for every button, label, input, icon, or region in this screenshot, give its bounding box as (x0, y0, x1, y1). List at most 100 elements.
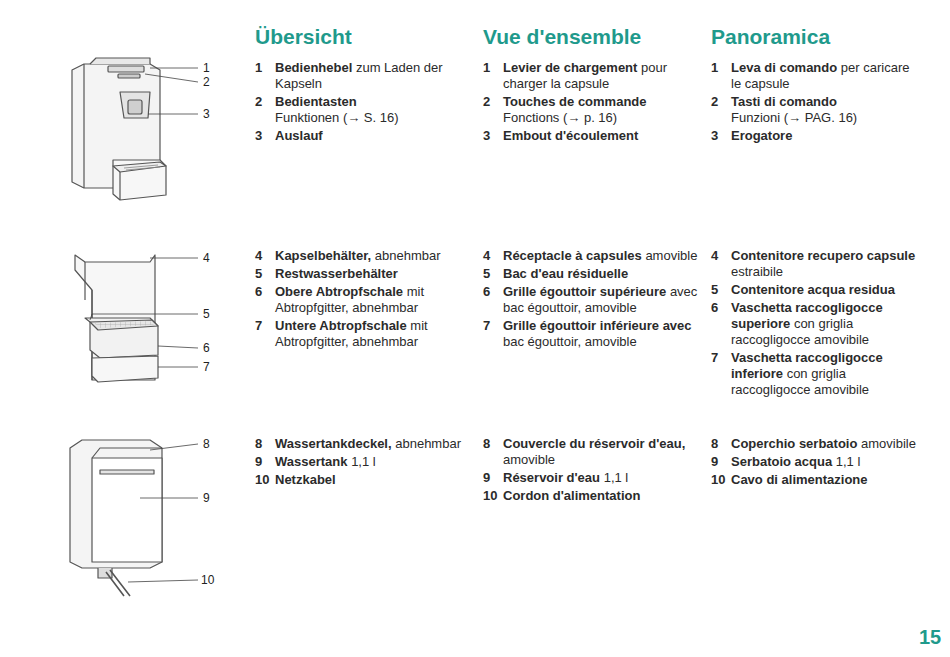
section-heading: Vue d'ensemble (483, 25, 641, 49)
callout-number: 2 (203, 75, 210, 89)
callout-number: 10 (201, 573, 214, 587)
legend-item: 8Wassertankdeckel, abnehmbar (275, 436, 471, 452)
legend-item: 10Cavo di alimentazione (731, 472, 923, 488)
part-name: Bac d'eau résiduelle (503, 266, 628, 281)
part-name: Touches de commande (503, 94, 647, 109)
item-number: 6 (483, 284, 490, 300)
legend-item: 6Obere Abtropfschale mit Abtropfgitter, … (275, 284, 471, 316)
legend-item: 2Touches de commandeFonctions (→ p. 16) (503, 94, 699, 126)
part-name: Cordon d'alimentation (503, 488, 640, 503)
part-name: Wassertank (275, 454, 348, 469)
legend-item: 7Vaschetta raccogligocce inferiore con g… (731, 350, 923, 398)
legend-item: 3Embout d'écoulement (503, 128, 699, 144)
part-name: Kapselbehälter, (275, 248, 371, 263)
page-number: 15 (919, 626, 941, 649)
legend-item: 5Contenitore acqua residua (731, 282, 923, 298)
callout-number: 4 (203, 251, 210, 265)
item-number: 8 (255, 436, 262, 452)
legend-item: 9Réservoir d'eau 1,1 l (503, 470, 699, 486)
part-name: Auslauf (275, 128, 323, 143)
part-name: Leva di comando (731, 60, 837, 75)
legend-item: 3Auslauf (275, 128, 471, 144)
section-heading: Übersicht (255, 25, 352, 49)
item-number: 7 (483, 318, 490, 334)
part-name: Bedienhebel (275, 60, 352, 75)
callout-number: 5 (203, 307, 210, 321)
legend-item: 6Vaschetta raccogligocce superiore con g… (731, 300, 923, 348)
callout-number: 9 (203, 491, 210, 505)
legend-item: 4Réceptacle à capsules amovible (503, 248, 699, 264)
part-name: Bedientasten (275, 94, 357, 109)
part-name: Couvercle du réservoir d'eau, (503, 436, 685, 451)
legend-item: 1Levier de chargement pour charger la ca… (503, 60, 699, 92)
part-name: Contenitore recupero capsule (731, 248, 915, 263)
callout-number: 8 (203, 437, 210, 451)
part-name: Embout d'écoulement (503, 128, 638, 143)
item-number: 4 (483, 248, 490, 264)
part-name: Contenitore acqua residua (731, 282, 895, 297)
part-name: Réservoir d'eau (503, 470, 600, 485)
legend-item: 10Netzkabel (275, 472, 471, 488)
legend-item: 4Kapselbehälter, abnehmbar (275, 248, 471, 264)
callout-number: 6 (203, 341, 210, 355)
item-number: 1 (255, 60, 262, 76)
item-number: 4 (255, 248, 262, 264)
item-number: 6 (711, 300, 718, 316)
item-number: 7 (255, 318, 262, 334)
item-number: 5 (483, 266, 490, 282)
legend-item: 10Cordon d'alimentation (503, 488, 699, 504)
item-number: 7 (711, 350, 718, 366)
part-name: Coperchio serbatoio (731, 436, 857, 451)
part-name: Grille égouttoir supérieure (503, 284, 666, 299)
part-note: amovible (645, 248, 697, 263)
part-name: Tasti di comando (731, 94, 837, 109)
item-number: 3 (255, 128, 262, 144)
part-note: 1,1 l (836, 454, 861, 469)
legend-item: 2Tasti di comandoFunzioni (→ PAG. 16) (731, 94, 923, 126)
item-number: 4 (711, 248, 718, 264)
item-number: 10 (483, 488, 497, 504)
callout-number: 1 (203, 61, 210, 75)
legend-item: 1Bedienhebel zum Laden der Kapseln (275, 60, 471, 92)
part-name: Restwasserbehälter (275, 266, 398, 281)
part-name: Wassertankdeckel, (275, 436, 392, 451)
legend-item: 7Grille égouttoir inférieure avec bac ég… (503, 318, 699, 350)
legend-item: 2BedientastenFunktionen (→ S. 16) (275, 94, 471, 126)
part-note: abnehmbar (375, 248, 441, 263)
item-number: 10 (255, 472, 269, 488)
part-name: Netzkabel (275, 472, 336, 487)
part-note: bac égouttoir, amovible (503, 334, 637, 349)
item-number: 5 (255, 266, 262, 282)
item-number: 9 (711, 454, 718, 470)
legend-item: 9Wassertank 1,1 l (275, 454, 471, 470)
part-note: 1,1 l (604, 470, 629, 485)
part-name: Obere Abtropfschale (275, 284, 403, 299)
item-number: 1 (483, 60, 490, 76)
legend-item: 6Grille égouttoir supérieure avec bac ég… (503, 284, 699, 316)
item-number: 6 (255, 284, 262, 300)
legend-item: 8Coperchio serbatoio amovibile (731, 436, 923, 452)
legend-item: 4Contenitore recupero capsule estraibile (731, 248, 923, 280)
item-number: 2 (711, 94, 718, 110)
item-number: 8 (711, 436, 718, 452)
item-number: 3 (711, 128, 718, 144)
item-number: 2 (255, 94, 262, 110)
item-number: 10 (711, 472, 725, 488)
item-number: 3 (483, 128, 490, 144)
legend-item: 3Erogatore (731, 128, 923, 144)
part-name: Réceptacle à capsules (503, 248, 642, 263)
part-note: estraibile (731, 264, 783, 279)
part-note: Funktionen (→ S. 16) (275, 110, 471, 126)
part-note: amovible (503, 452, 555, 467)
item-number: 1 (711, 60, 718, 76)
legend-item: 8Couvercle du réservoir d'eau, amovible (503, 436, 699, 468)
part-name: Erogatore (731, 128, 792, 143)
item-number: 8 (483, 436, 490, 452)
legend-item: 9Serbatoio acqua 1,1 l (731, 454, 923, 470)
part-note: 1,1 l (351, 454, 376, 469)
part-name: Grille égouttoir inférieure avec (503, 318, 692, 333)
legend-item: 1Leva di comando per caricare le capsule (731, 60, 923, 92)
part-note: Funzioni (→ PAG. 16) (731, 110, 923, 126)
legend-item: 5Bac d'eau résiduelle (503, 266, 699, 282)
callout-number: 7 (203, 360, 210, 374)
